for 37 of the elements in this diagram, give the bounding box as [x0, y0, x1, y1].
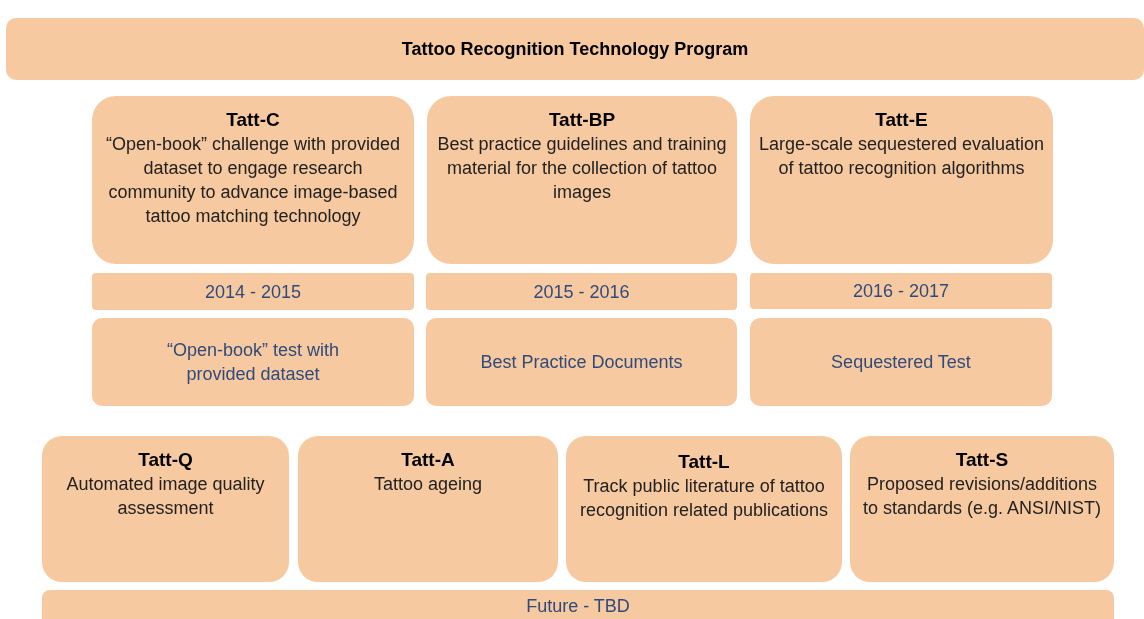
date-label: 2015 - 2016 — [532, 280, 631, 304]
card-title: Tatt-E — [875, 108, 928, 132]
card-title: Tatt-Q — [138, 448, 193, 472]
card-title: Tatt-BP — [548, 108, 616, 132]
deliverable-card — [426, 318, 737, 406]
card-title: Tatt-A — [401, 448, 455, 472]
project-card — [298, 436, 558, 582]
card-title: Tatt-L — [678, 450, 730, 474]
date-label: 2016 - 2017 — [851, 280, 951, 303]
date-label: 2014 - 2015 — [203, 280, 303, 304]
program-banner — [6, 18, 1144, 80]
card-description: Tattoo ageing — [372, 473, 484, 496]
project-card — [850, 436, 1114, 582]
deliverable-card — [92, 318, 414, 406]
footer-label: Future - TBD — [526, 595, 630, 618]
card-description: Track public literature of tattoo recognition related publications — [578, 475, 830, 522]
card-title: Tatt-C — [226, 108, 280, 132]
card-description: Best practice guidelines and training material for the collection of tattoo images — [436, 133, 728, 204]
card-title: Tatt-S — [955, 448, 1009, 472]
deliverable-label: Sequestered Test — [830, 351, 972, 374]
date-bar — [750, 273, 1052, 309]
footer-bar — [42, 590, 1114, 619]
project-card — [42, 436, 289, 582]
project-card — [92, 96, 414, 264]
card-description: Large-scale sequestered evaluation of tattoo recognition algorithms — [757, 133, 1046, 180]
project-card — [750, 96, 1053, 264]
project-card — [427, 96, 737, 264]
deliverable-label: Best Practice Documents — [479, 351, 684, 374]
date-bar — [92, 273, 414, 310]
card-description: “Open-book” challenge with provided dataset to engage research community to advance image-based tattoo matching technology — [104, 133, 402, 228]
deliverable-label: “Open-book” test with provided dataset — [165, 339, 341, 386]
deliverable-card — [750, 318, 1052, 406]
card-description: Automated image quality assessment — [65, 473, 266, 520]
date-bar — [426, 273, 737, 310]
project-card — [566, 436, 842, 582]
program-title: Tattoo Recognition Technology Program — [401, 38, 749, 61]
card-description: Proposed revisions/additions to standards (e.g. ANSI/NIST) — [861, 473, 1103, 520]
